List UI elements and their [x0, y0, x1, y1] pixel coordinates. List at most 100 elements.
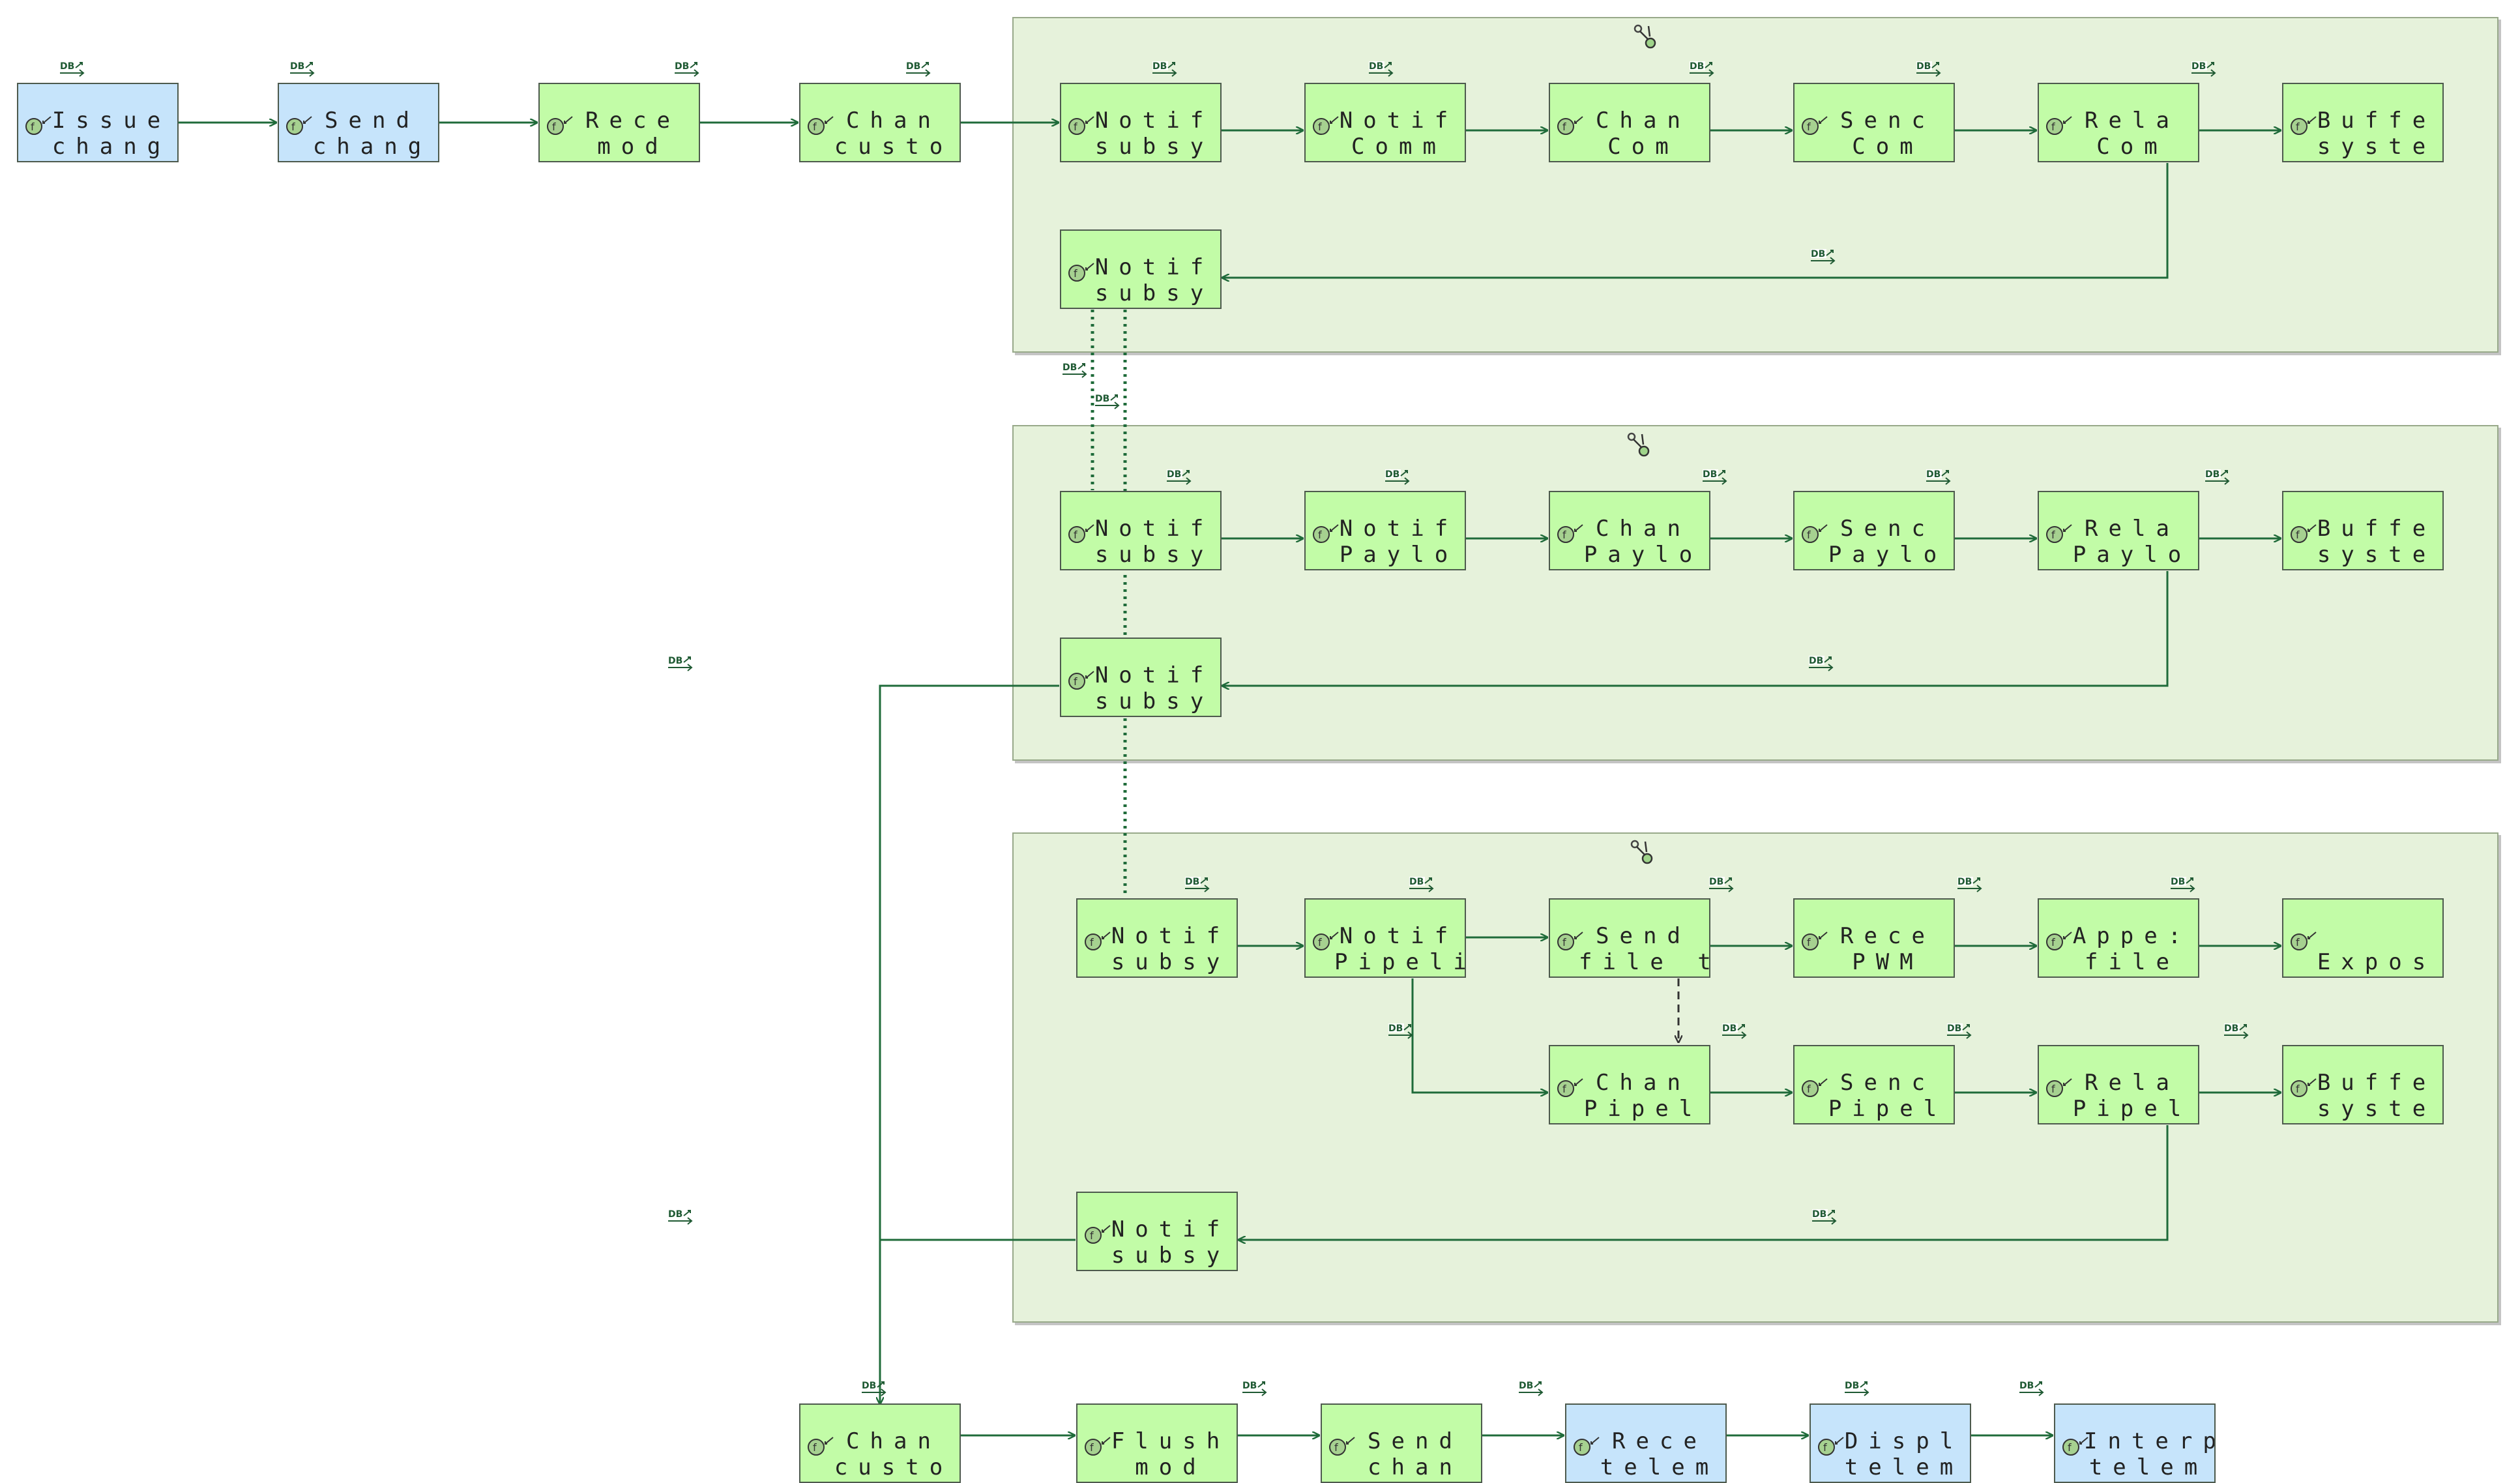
svg-text:f: f — [813, 1441, 817, 1454]
function-icon: f — [1329, 1437, 1355, 1456]
svg-text:f: f — [1318, 936, 1322, 948]
function-icon: f — [1085, 932, 1111, 950]
function-icon: f — [1557, 932, 1583, 950]
svg-text:f: f — [1562, 529, 1566, 541]
node-label: Expos — [2317, 949, 2437, 975]
svg-text:f: f — [1823, 1441, 1827, 1454]
svg-text:f: f — [291, 121, 295, 133]
function-icon: f — [1802, 932, 1828, 950]
svg-text:f: f — [1090, 1229, 1094, 1242]
function-icon: f — [1068, 671, 1094, 690]
function-icon: f — [1068, 116, 1094, 135]
function-icon: f — [2291, 932, 2317, 950]
fork-icon — [1627, 432, 1650, 457]
svg-text:f: f — [1807, 1083, 1811, 1095]
svg-text:f: f — [2296, 121, 2300, 133]
edge — [1411, 978, 1548, 1093]
function-icon: f — [1574, 1437, 1600, 1456]
function-icon: f — [1068, 524, 1094, 543]
function-icon: f — [1802, 116, 1828, 135]
function-icon: f — [1313, 932, 1339, 950]
function-icon: f — [1313, 524, 1339, 543]
svg-text:f: f — [1562, 1083, 1566, 1095]
function-icon: f — [808, 1437, 834, 1456]
function-icon: f — [2291, 116, 2317, 135]
function-icon: f — [1802, 524, 1828, 543]
function-icon: f — [2046, 932, 2072, 950]
function-icon: f — [547, 116, 573, 135]
svg-text:f: f — [2051, 529, 2055, 541]
fork-icon — [1634, 24, 1656, 49]
svg-text:f: f — [1579, 1441, 1583, 1454]
svg-text:f: f — [1318, 121, 1322, 133]
svg-text:f: f — [1090, 936, 1094, 948]
function-icon: f — [808, 116, 834, 135]
svg-text:f: f — [1807, 121, 1811, 133]
svg-text:f: f — [31, 121, 35, 133]
node-appe[interactable]: f Appe:file — [2038, 898, 2199, 978]
node-expos[interactable]: f Expos — [2282, 898, 2444, 978]
svg-text:f: f — [1074, 267, 1077, 280]
svg-text:f: f — [2296, 1083, 2300, 1095]
function-icon: f — [2046, 1078, 2072, 1097]
function-icon: f — [1313, 116, 1339, 135]
svg-text:f: f — [1090, 1441, 1094, 1454]
svg-text:f: f — [2051, 1083, 2055, 1095]
svg-text:f: f — [1807, 936, 1811, 948]
edge — [1238, 1125, 2169, 1240]
function-icon: f — [1557, 116, 1583, 135]
